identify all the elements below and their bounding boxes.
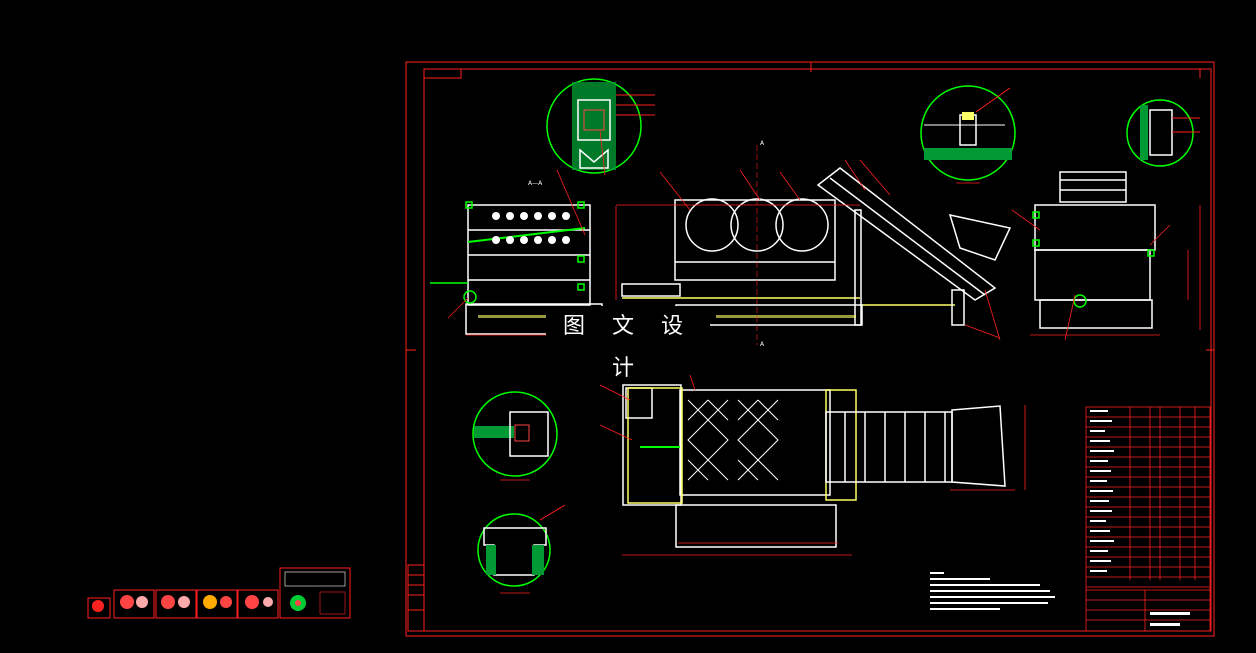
plan-view-mesh xyxy=(687,399,779,481)
title-block xyxy=(1085,406,1211,632)
plan-view xyxy=(622,384,1006,548)
drawing-frame xyxy=(405,61,1215,637)
section-label: A—A xyxy=(528,180,543,187)
watermark-banner: 图 文 设 计 xyxy=(546,306,710,381)
detail-circle-1 xyxy=(546,78,655,174)
section-arrow-bottom: A xyxy=(760,341,765,348)
detail-circle-2 xyxy=(920,85,1016,181)
side-view-right xyxy=(1032,171,1156,329)
detail-circle-5 xyxy=(477,504,566,587)
end-view-left-rollers xyxy=(492,212,570,244)
dimension-lines xyxy=(447,129,1201,594)
detail-circle-4 xyxy=(472,391,558,477)
front-view-hatch xyxy=(478,315,856,318)
title-block-text xyxy=(1090,410,1190,626)
detail-circle-3 xyxy=(1126,99,1200,167)
section-arrow-top: A xyxy=(760,140,765,147)
thumbnail-sheets[interactable] xyxy=(87,567,351,619)
front-view-machine xyxy=(621,167,1012,326)
technical-notes xyxy=(930,572,1055,610)
